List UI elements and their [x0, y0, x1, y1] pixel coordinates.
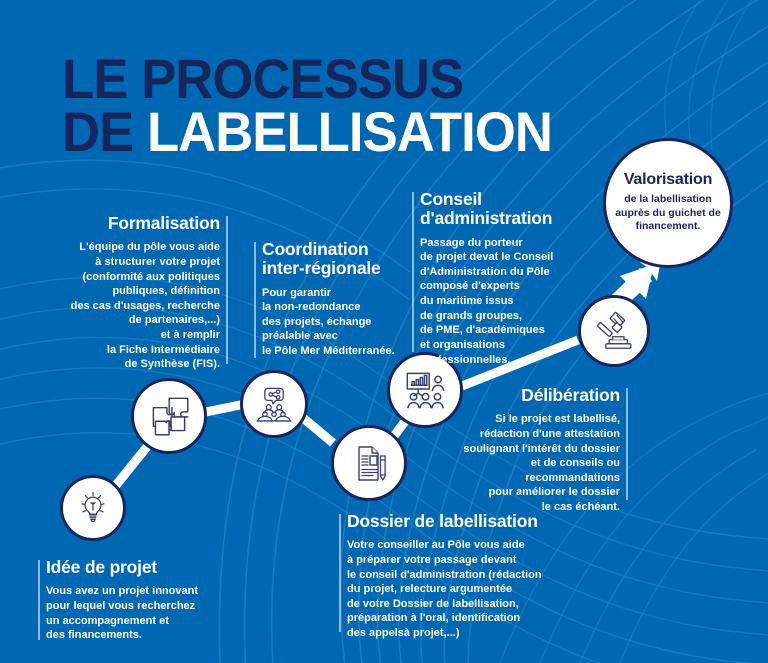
rule-deliberation: [626, 388, 628, 500]
node-idee-de-projet[interactable]: [60, 475, 126, 541]
block-formalisation-heading: Formalisation: [107, 213, 220, 233]
title-line-1: LE PROCESSUS: [62, 47, 464, 110]
lightbulb-icon: [81, 491, 105, 523]
page-title: LE PROCESSUS DE LABELLISATION: [62, 47, 553, 160]
rule-formalisation: [226, 216, 228, 364]
block-deliberation: Délibération Si le projet est labellisé,…: [448, 385, 620, 515]
rule-dossier: [339, 514, 341, 632]
rule-conseil: [412, 192, 414, 352]
valorisation-body: de la labellisation auprès du guichet de…: [615, 193, 721, 233]
rule-idee: [38, 560, 40, 640]
title-line-2: DE LABELLISATION: [62, 104, 553, 160]
block-deliberation-heading: Délibération: [521, 385, 620, 405]
valorisation-heading: Valorisation: [623, 171, 713, 189]
node-dossier[interactable]: [331, 425, 407, 501]
block-coordination-body: Pour garantir la non-redondance des proj…: [262, 286, 395, 358]
block-coordination: Coordination inter-régionale Pour garant…: [262, 239, 412, 359]
block-idee-de-projet: Idée de projet Vous avez un projet innov…: [46, 557, 230, 643]
rule-coordination: [254, 242, 256, 358]
block-deliberation-body: Si le projet est labellisé, rédaction d'…: [463, 413, 620, 513]
document-pencil-icon: [358, 446, 386, 481]
block-dossier: Dossier de labellisation Votre conseille…: [347, 511, 557, 641]
gavel-icon: [597, 311, 632, 349]
node-formalisation[interactable]: [131, 378, 207, 454]
block-idee-body: Vous avez un projet innovant pour lequel…: [46, 585, 198, 642]
block-formalisation: Formalisation L'équipe du pôle vous aide…: [18, 213, 221, 372]
block-dossier-heading: Dossier de labellisation: [347, 511, 538, 531]
node-valorisation[interactable]: Valorisation de la labellisation auprès …: [603, 138, 733, 268]
node-deliberation[interactable]: [578, 295, 650, 367]
block-conseil-heading: Conseil d'administration: [420, 189, 553, 229]
presentation-board-icon: [406, 372, 445, 409]
block-coordination-heading: Coordination inter-régionale: [262, 239, 381, 279]
title-labellisation: LABELLISATION: [146, 100, 553, 164]
title-de: DE: [62, 100, 134, 164]
network-people-icon: [256, 387, 292, 422]
puzzle-icon: [152, 397, 189, 436]
block-conseil-administration: Conseil d'administration Passage du port…: [420, 189, 580, 367]
block-idee-heading: Idée de projet: [46, 557, 157, 577]
node-conseil-administration[interactable]: [387, 352, 463, 428]
block-conseil-body: Passage du porteur de projet devat le Co…: [420, 236, 554, 366]
node-coordination[interactable]: [240, 370, 308, 438]
block-formalisation-body: L'équipe du pôle vous aide à structurer …: [70, 241, 220, 371]
block-dossier-body: Votre conseiller au Pôle vous aide à pré…: [347, 539, 542, 639]
